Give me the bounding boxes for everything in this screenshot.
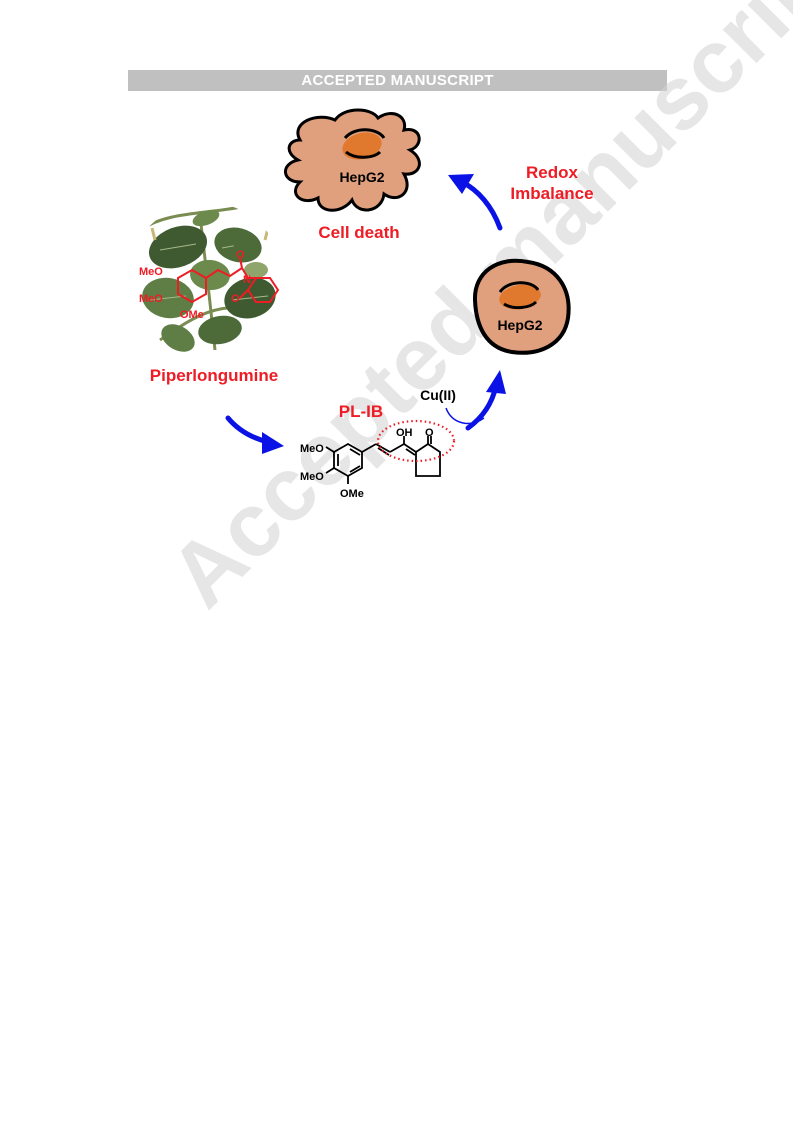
nucleus-top-arc1 <box>343 128 386 140</box>
piper-plant-illustration: MeO MeO OMe N O O <box>139 203 280 352</box>
nucleus-right-arc2 <box>503 300 538 310</box>
plant-meo-b: MeO <box>139 293 163 305</box>
meo-a: MeO <box>300 443 324 455</box>
nucleus-right <box>499 284 541 310</box>
nucleus-top-arc2 <box>345 150 382 159</box>
redox-label-line1: Redox <box>526 163 579 182</box>
ome: OMe <box>340 488 364 500</box>
oh-label: OH <box>396 427 413 439</box>
cell-membrane-irregular <box>284 108 421 212</box>
dying-cell: HepG2 <box>284 108 421 212</box>
pl-ib-label: PL-IB <box>339 402 383 421</box>
arrow-redox <box>448 174 503 231</box>
plant-meo-a: MeO <box>139 266 163 278</box>
carbonyl-o-label: O <box>425 427 434 439</box>
plant-ome: OMe <box>180 309 204 321</box>
cell-death-label: Cell death <box>318 223 399 242</box>
pl-ib-structure: MeO MeO OMe OH O <box>300 419 456 500</box>
meo-b: MeO <box>300 471 324 483</box>
hepg2-top-label: HepG2 <box>339 169 384 185</box>
healthy-cell: HepG2 <box>472 258 571 355</box>
nucleus-right-arc1 <box>498 281 540 293</box>
plant-o-top: O <box>236 249 245 261</box>
arrow-synthesis <box>225 415 284 454</box>
nucleus-top <box>342 132 382 160</box>
hepg2-right-label: HepG2 <box>497 317 542 333</box>
plant-n: N <box>243 274 251 286</box>
accepted-manuscript-banner: ACCEPTED MANUSCRIPT <box>128 70 667 91</box>
chelation-site-highlight <box>376 419 456 463</box>
plant-o-bottom: O <box>231 293 240 305</box>
piperlongumine-structure <box>177 257 280 304</box>
arrow-cu <box>465 370 506 431</box>
cu-label: Cu(II) <box>420 387 456 403</box>
redox-label-line2: Imbalance <box>510 184 593 203</box>
piperlongumine-label: Piperlongumine <box>150 366 278 385</box>
